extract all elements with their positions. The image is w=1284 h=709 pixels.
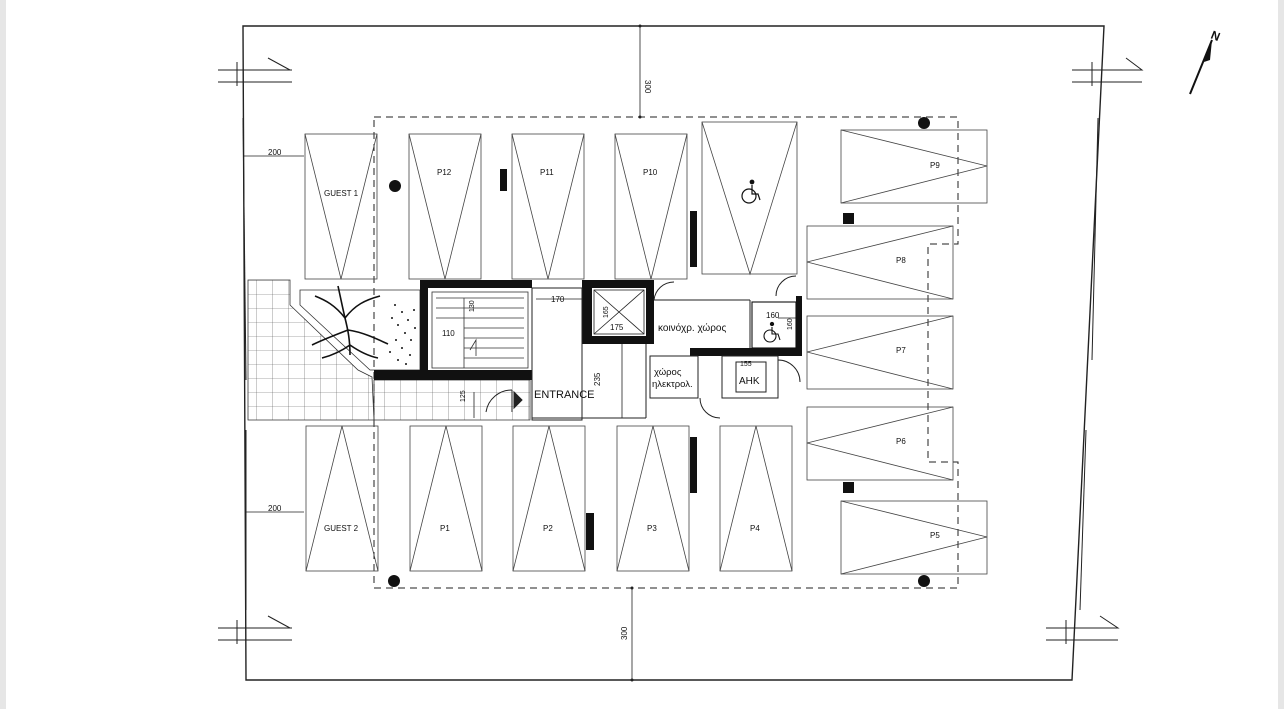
bay-p12: P12	[437, 168, 452, 177]
dim-top-setback: 300	[643, 80, 652, 94]
bay-guest-2: GUEST 2	[324, 524, 359, 533]
room-common-space: κοινόχρ. χώρος	[658, 322, 726, 334]
paved-garden	[247, 279, 531, 421]
building-outline	[373, 116, 959, 589]
page-border-right	[1278, 0, 1284, 709]
inner-boundary-right	[1091, 117, 1099, 361]
bay-p1: P1	[440, 524, 450, 533]
bay-p7: P7	[896, 346, 906, 355]
dim-wc-width: 160	[766, 311, 780, 320]
dim-stair-170: 170	[551, 295, 565, 304]
dim-left-lower: 200	[268, 504, 282, 513]
bay-p9: P9	[930, 161, 940, 170]
bay-p4: P4	[750, 524, 760, 533]
structural-elements	[388, 117, 930, 587]
section-marker-top-right	[1072, 57, 1144, 86]
section-marker-bottom-left	[218, 615, 292, 644]
parking-row-top	[304, 121, 798, 280]
bay-p3: P3	[647, 524, 657, 533]
dim-wc-height: 160	[787, 318, 794, 330]
core-walls	[374, 280, 802, 380]
dim-bottom-setback: 300	[620, 626, 629, 640]
staircase	[431, 291, 529, 369]
dim-stair-110: 110	[442, 329, 455, 338]
plot-boundary	[242, 25, 1105, 681]
section-marker-top-left	[218, 57, 292, 86]
bay-p11: P11	[540, 168, 554, 177]
dim-left-upper: 200	[268, 148, 282, 157]
bay-p10: P10	[643, 168, 658, 177]
dim-lift-165: 165	[603, 306, 610, 318]
bay-p2: P2	[543, 524, 553, 533]
dim-elec-155: 155	[740, 361, 752, 368]
bay-guest-1: GUEST 1	[324, 189, 359, 198]
room-entrance: ENTRANCE	[534, 389, 595, 401]
wheelchair-icon	[751, 301, 797, 349]
dim-stair-130: 130	[469, 300, 476, 312]
parking-column-right	[806, 129, 988, 575]
inner-boundary-left	[242, 117, 247, 381]
page-border-left	[0, 0, 6, 709]
section-marker-bottom-right	[1046, 615, 1120, 644]
dim-entrance-125: 125	[460, 390, 467, 402]
bay-p8: P8	[896, 256, 906, 265]
room-ahk: AHK	[739, 376, 760, 387]
tree-icon	[299, 285, 421, 371]
bay-p5: P5	[930, 531, 940, 540]
inner-boundary-right-lower	[1079, 429, 1087, 611]
north-arrow: N	[1189, 28, 1222, 95]
parking-row-bottom	[305, 425, 793, 572]
wheelchair-icon	[741, 179, 761, 204]
room-electrical-line1: χώρος	[654, 367, 682, 378]
bay-p6: P6	[896, 437, 906, 446]
lift	[593, 289, 645, 335]
dim-entrance-235: 235	[593, 372, 602, 386]
interior-walls	[531, 287, 779, 421]
room-electrical-line2: ηλεκτρολ.	[652, 379, 693, 390]
doors	[485, 275, 801, 419]
dim-lift-175: 175	[610, 323, 624, 332]
